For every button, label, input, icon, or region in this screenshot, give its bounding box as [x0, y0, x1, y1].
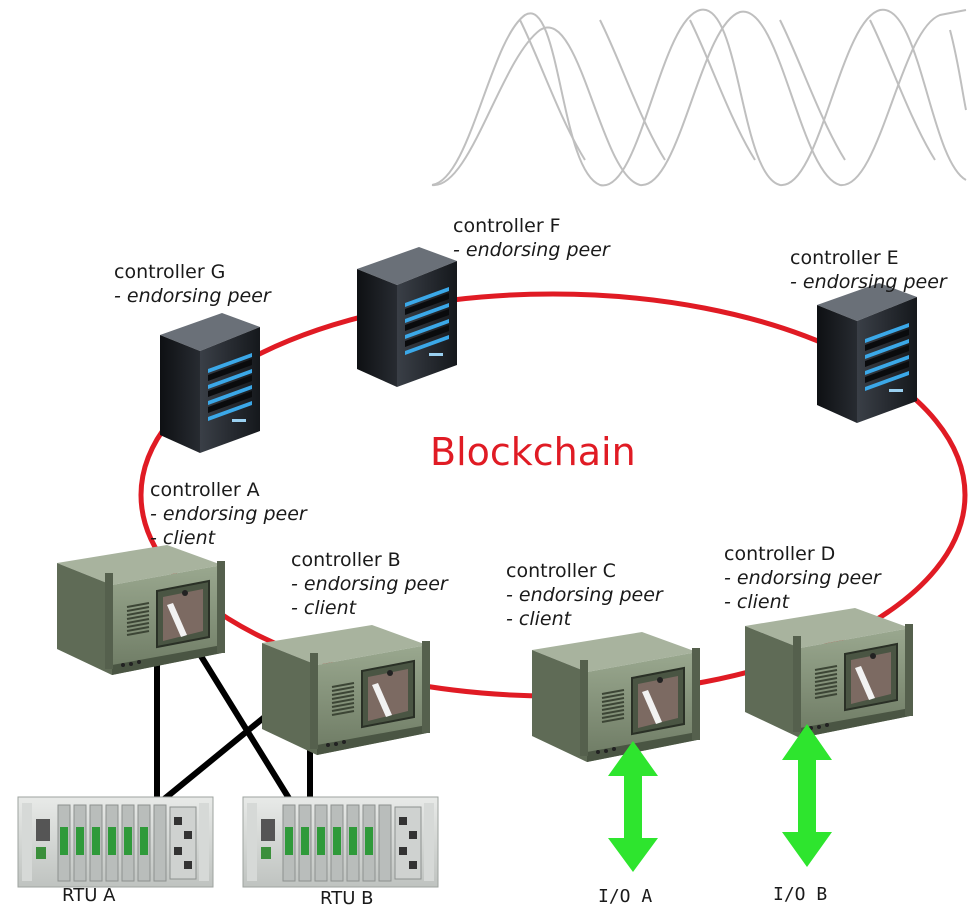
rtu-b-rack [242, 796, 439, 888]
io-a-arrow [608, 741, 658, 872]
io-a-label: I/O A [598, 886, 653, 907]
controller-g-label: controller G - endorsing peer [114, 260, 271, 308]
controller-b-label: controller B - endorsing peer - client [291, 548, 448, 620]
pc-controller-d [744, 607, 914, 739]
controller-c-label: controller C - endorsing peer - client [506, 559, 663, 631]
wire-a-rtu-b [193, 645, 293, 803]
controller-name: controller G [114, 261, 226, 283]
server-controller-e [817, 283, 917, 423]
controller-name: controller F [453, 215, 561, 237]
pc-controller-c [531, 631, 701, 763]
decorative-wave-lines [431, 8, 967, 187]
controller-name: controller A [150, 479, 260, 501]
wire-b-rtu-a [160, 703, 281, 803]
controller-role: - client [291, 597, 357, 619]
controller-name: controller B [291, 549, 401, 571]
controller-role: - client [150, 527, 216, 549]
server-controller-f [357, 247, 457, 387]
io-b-label: I/O B [773, 884, 828, 905]
controller-a-label: controller A - endorsing peer - client [150, 478, 307, 550]
controller-name: controller D [724, 543, 836, 565]
controller-role: - client [724, 591, 790, 613]
controller-role: - endorsing peer [291, 573, 448, 595]
controller-f-label: controller F - endorsing peer [453, 214, 610, 262]
pc-controller-b [261, 624, 431, 756]
controller-d-label: controller D - endorsing peer - client [724, 542, 881, 614]
rtu-a-rack [17, 796, 214, 888]
controller-name: controller E [790, 247, 899, 269]
controller-role: - endorsing peer [724, 567, 881, 589]
controller-role: - endorsing peer [790, 271, 947, 293]
controller-name: controller C [506, 560, 616, 582]
controller-role: - endorsing peer [114, 285, 271, 307]
controller-e-label: controller E - endorsing peer [790, 246, 947, 294]
controller-role: - endorsing peer [453, 239, 610, 261]
io-b-arrow [782, 724, 832, 867]
pc-controller-a [56, 544, 226, 676]
controller-role: - endorsing peer [150, 503, 307, 525]
server-controller-g [160, 313, 260, 453]
rtu-b-label: RTU B [320, 888, 374, 909]
controller-role: - endorsing peer [506, 584, 663, 606]
rtu-a-label: RTU A [62, 885, 116, 906]
blockchain-title: Blockchain [430, 430, 636, 474]
controller-role: - client [506, 608, 572, 630]
